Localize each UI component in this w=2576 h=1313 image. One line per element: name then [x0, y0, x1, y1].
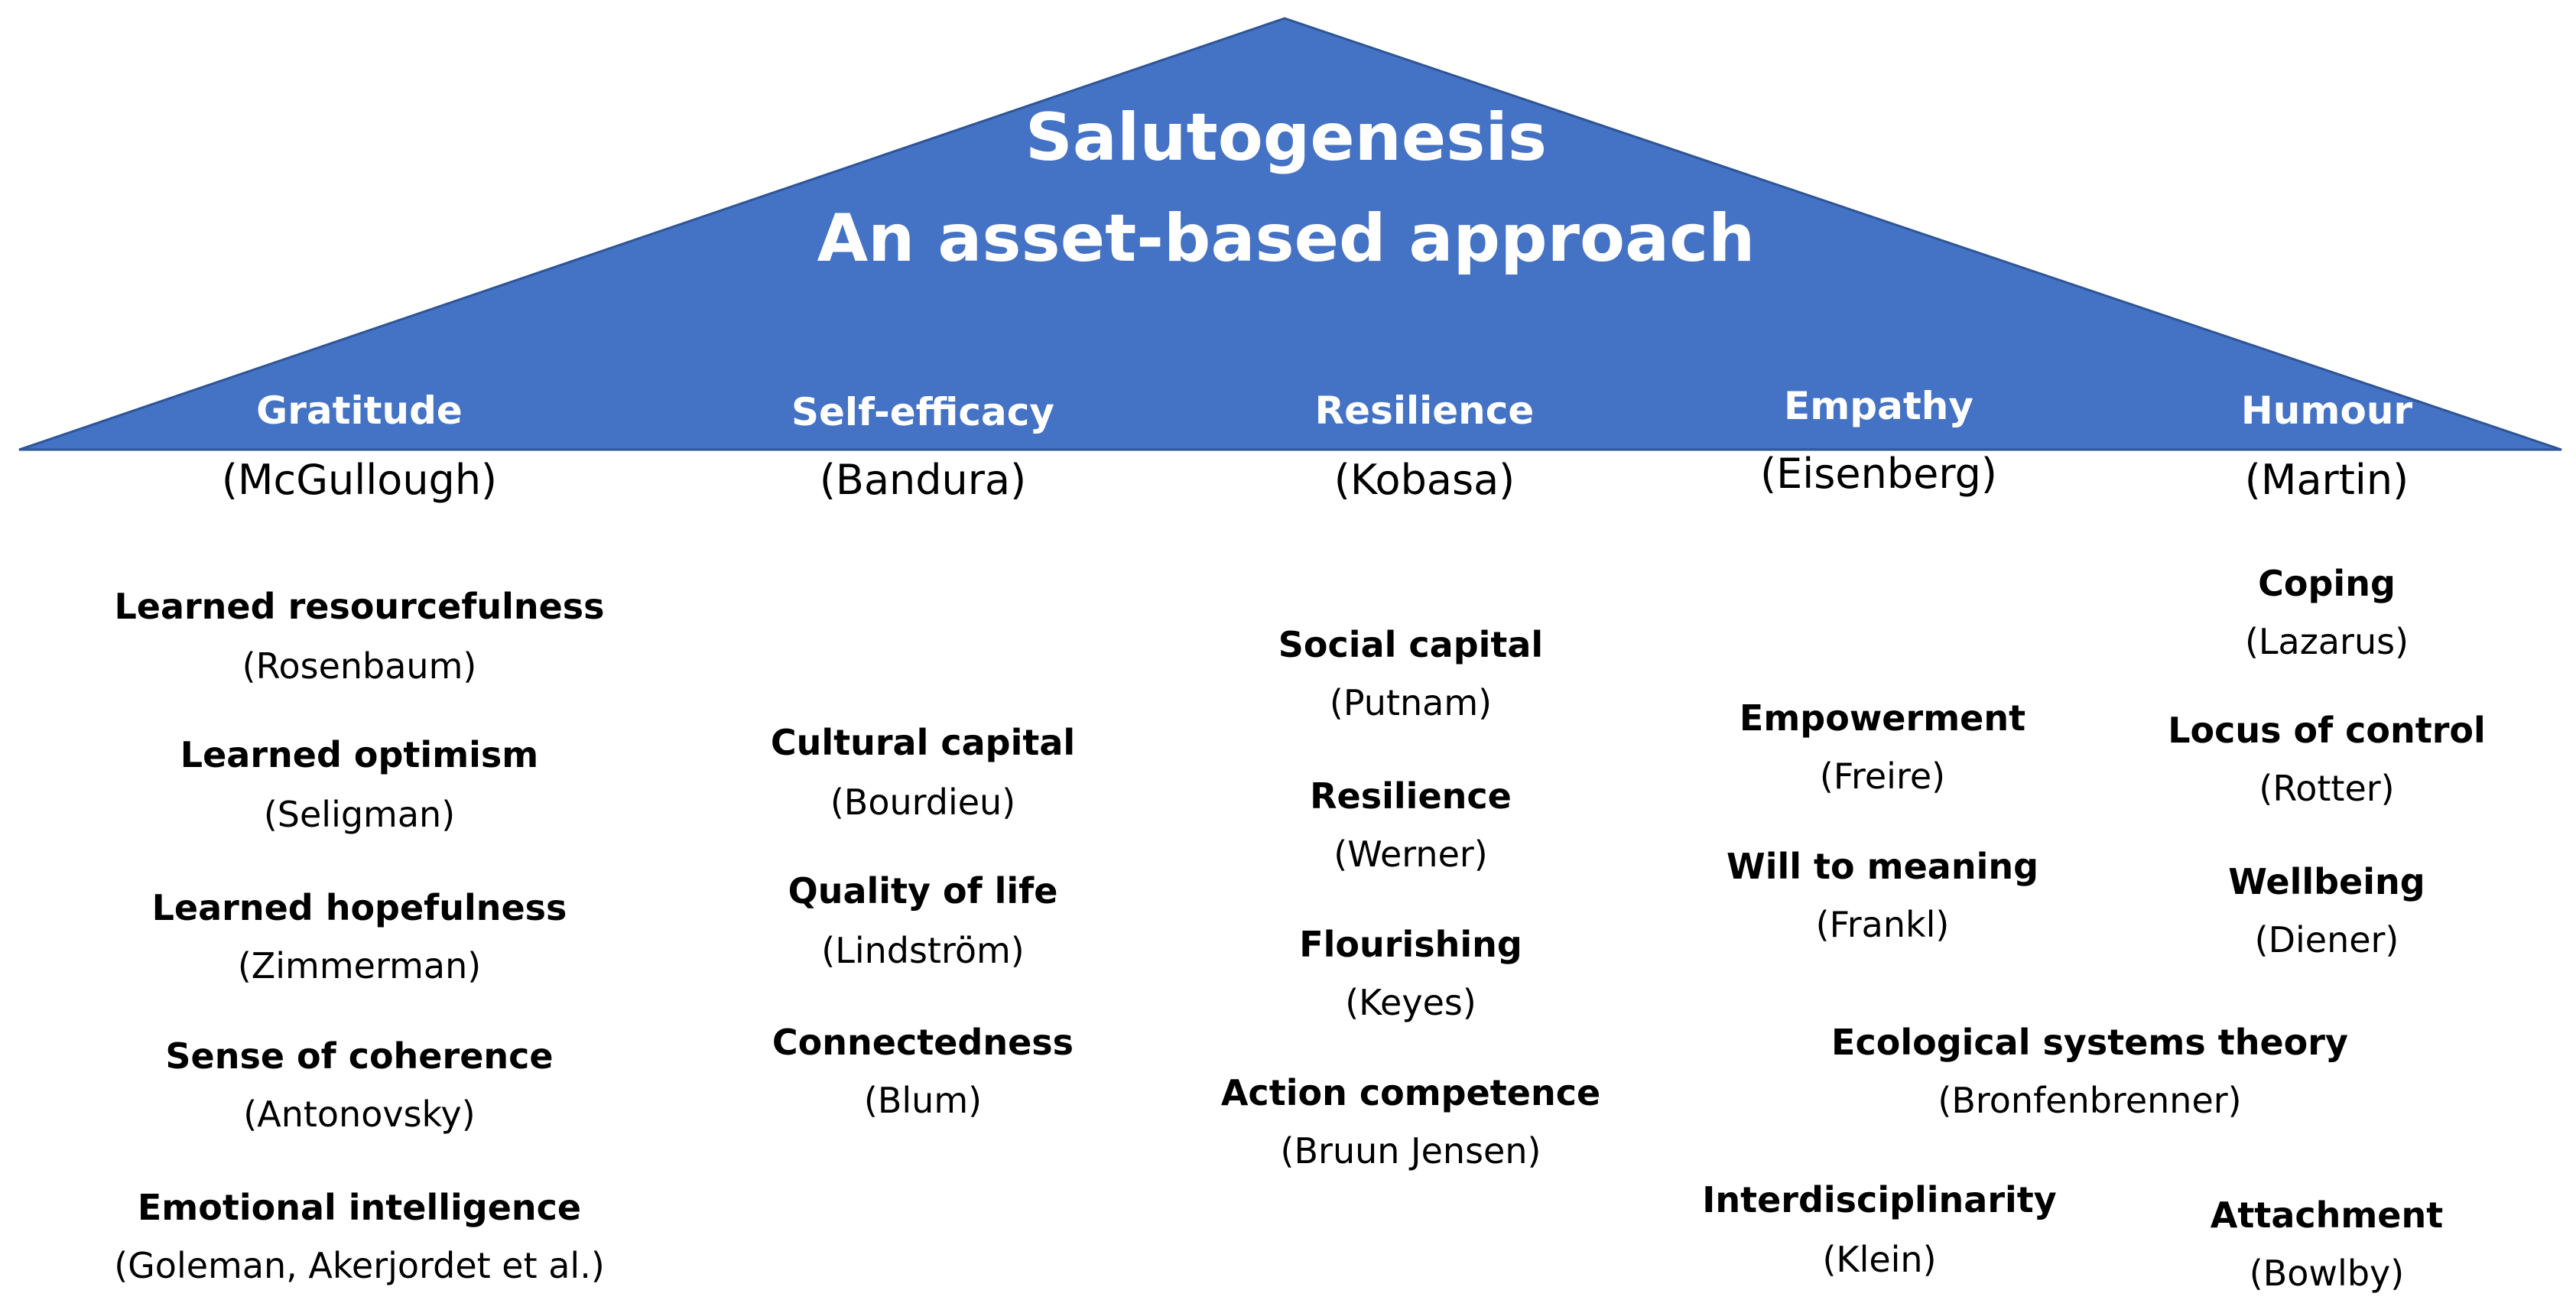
pillar-author-humour: (Martin) [2244, 456, 2409, 504]
concept-action-competence: Action competence [1220, 1072, 1601, 1113]
concept-ecological-systems-theory: Ecological systems theory [1831, 1022, 2348, 1063]
concept-author-bronfenbrenner: (Bronfenbrenner) [1938, 1080, 2242, 1121]
concept-locus-of-control: Locus of control [2168, 710, 2486, 751]
concept-learned-optimism: Learned optimism [180, 734, 539, 775]
concept-emotional-intelligence: Emotional intelligence [137, 1187, 582, 1228]
concept-author-lazarus: (Lazarus) [2244, 621, 2409, 662]
concept-author-lindstrom: (Lindström) [821, 930, 1025, 971]
pillar-author-gratitude: (McGullough) [221, 456, 498, 504]
concept-author-bruun-jensen: (Bruun Jensen) [1280, 1130, 1541, 1172]
concept-author-seligman: (Seligman) [263, 794, 456, 835]
concept-author-keyes: (Keyes) [1345, 982, 1476, 1023]
concept-empowerment: Empowerment [1739, 697, 2026, 739]
concept-wellbeing: Wellbeing [2228, 861, 2425, 902]
concept-author-diener: (Diener) [2254, 919, 2399, 960]
concept-author-klein: (Klein) [1822, 1239, 1937, 1280]
pillar-empathy: Empathy [1784, 384, 1973, 428]
concept-author-bowlby: (Bowlby) [2249, 1253, 2405, 1294]
concept-author-antonovsky: (Antonovsky) [243, 1094, 476, 1135]
concept-quality-of-life: Quality of life [788, 870, 1058, 912]
pillar-self-efficacy: Self-efficacy [791, 390, 1054, 434]
concept-interdisciplinarity: Interdisciplinarity [1702, 1179, 2057, 1220]
concept-sense-of-coherence: Sense of coherence [165, 1035, 554, 1077]
concept-author-freire: (Freire) [1819, 756, 1946, 797]
concept-flourishing: Flourishing [1299, 924, 1522, 965]
concept-cultural-capital: Cultural capital [770, 722, 1076, 763]
pillar-gratitude: Gratitude [256, 388, 463, 433]
concept-author-rosenbaum: (Rosenbaum) [242, 645, 477, 687]
pillar-author-self-efficacy: (Bandura) [819, 456, 1027, 504]
roof-title-line1: Salutogenesis [1025, 99, 1548, 176]
concept-learned-hopefulness: Learned hopefulness [151, 887, 567, 928]
concept-coping: Coping [2258, 563, 2396, 604]
concept-author-frankl: (Frankl) [1815, 904, 1950, 945]
roof-triangle [18, 17, 2562, 451]
pillar-author-empathy: (Eisenberg) [1760, 450, 1997, 498]
concept-author-zimmerman: (Zimmerman) [237, 945, 482, 986]
concept-connectedness: Connectedness [772, 1022, 1074, 1063]
pillar-author-resilience: (Kobasa) [1333, 456, 1515, 504]
concept-will-to-meaning: Will to meaning [1726, 846, 2039, 887]
concept-author-rotter: (Rotter) [2259, 768, 2395, 809]
concept-author-bourdieu: (Bourdieu) [830, 782, 1016, 823]
roof-title-line2: An asset-based approach [817, 200, 1756, 277]
concept-author-werner: (Werner) [1333, 834, 1488, 875]
concept-learned-resourcefulness: Learned resourcefulness [114, 586, 605, 627]
concept-author-putnam: (Putnam) [1329, 682, 1493, 723]
concept-author-goleman: (Goleman, Akerjordet et al.) [114, 1245, 605, 1286]
pillar-resilience: Resilience [1314, 388, 1535, 433]
pillar-humour: Humour [2240, 388, 2413, 433]
concept-author-blum: (Blum) [863, 1080, 983, 1121]
concept-attachment: Attachment [2210, 1194, 2444, 1236]
concept-resilience: Resilience [1310, 775, 1512, 817]
concept-social-capital: Social capital [1278, 624, 1544, 665]
